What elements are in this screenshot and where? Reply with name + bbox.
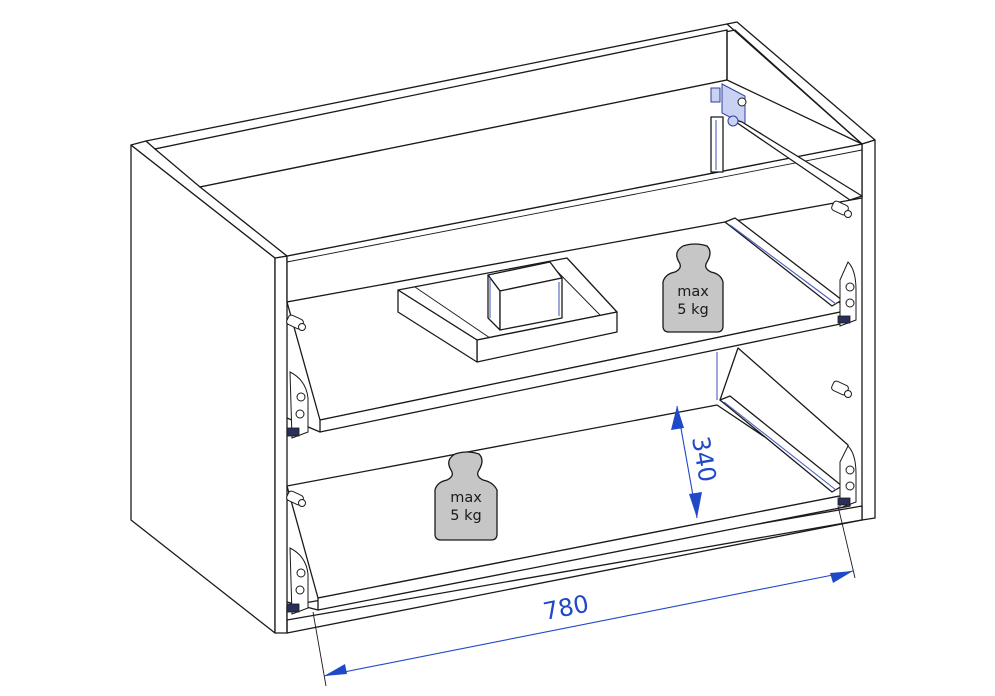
lower-drawer-front-lip xyxy=(317,493,851,611)
rod-joint xyxy=(727,115,739,127)
weight-label-line2: 5 kg xyxy=(450,508,481,524)
left-panel-front-edge xyxy=(274,255,288,634)
rail-edge-line xyxy=(286,149,863,263)
bottom-edge-line xyxy=(286,519,863,634)
arrowhead-right xyxy=(830,571,853,583)
dimension-line-width xyxy=(323,570,854,677)
bracket-post xyxy=(710,116,724,173)
runner-clip-lower-right xyxy=(837,445,857,509)
runner-clip-upper-left xyxy=(286,371,309,439)
weight-icon xyxy=(662,243,724,333)
dimension-label-width: 780 xyxy=(541,590,591,626)
organizer-insert xyxy=(397,257,618,363)
runner-clip-upper-right xyxy=(837,261,857,327)
extension-line-left xyxy=(312,611,327,687)
front-top-rail-top xyxy=(199,79,863,257)
rear-mounting-bracket xyxy=(710,83,863,201)
bracket-screw xyxy=(737,97,747,107)
arrowhead-bottom xyxy=(689,492,702,518)
runner-clip-lower-left xyxy=(286,547,309,615)
right-panel-inner-edge xyxy=(734,29,863,145)
arrowhead-left xyxy=(324,664,347,676)
lower-runner-accent xyxy=(723,401,837,491)
organizer-side xyxy=(397,289,478,363)
dowel-upper-left xyxy=(286,314,306,331)
extension-line-right xyxy=(837,505,856,579)
bracket-clip xyxy=(710,87,721,103)
cabinet-carcass xyxy=(130,21,876,634)
lower-drawer xyxy=(286,347,851,611)
weight-label-line2: 5 kg xyxy=(677,302,708,318)
side-hardware xyxy=(286,200,857,615)
weight-label-line1: max xyxy=(677,284,709,300)
dowel-lower-left xyxy=(286,490,306,507)
arrowhead-top xyxy=(671,406,684,430)
weight-badge-lower: max 5 kg xyxy=(434,451,498,541)
organizer-inner-line xyxy=(414,286,491,339)
weight-label-line1: max xyxy=(450,490,482,506)
weight-badge-upper: max 5 kg xyxy=(662,243,724,333)
dowel-upper-right xyxy=(831,200,852,218)
compartment-front xyxy=(499,277,563,331)
weight-icon xyxy=(434,451,498,541)
runner-accent xyxy=(729,224,837,305)
dowel-lower-right xyxy=(831,380,852,398)
right-panel-front-edge xyxy=(861,139,876,521)
